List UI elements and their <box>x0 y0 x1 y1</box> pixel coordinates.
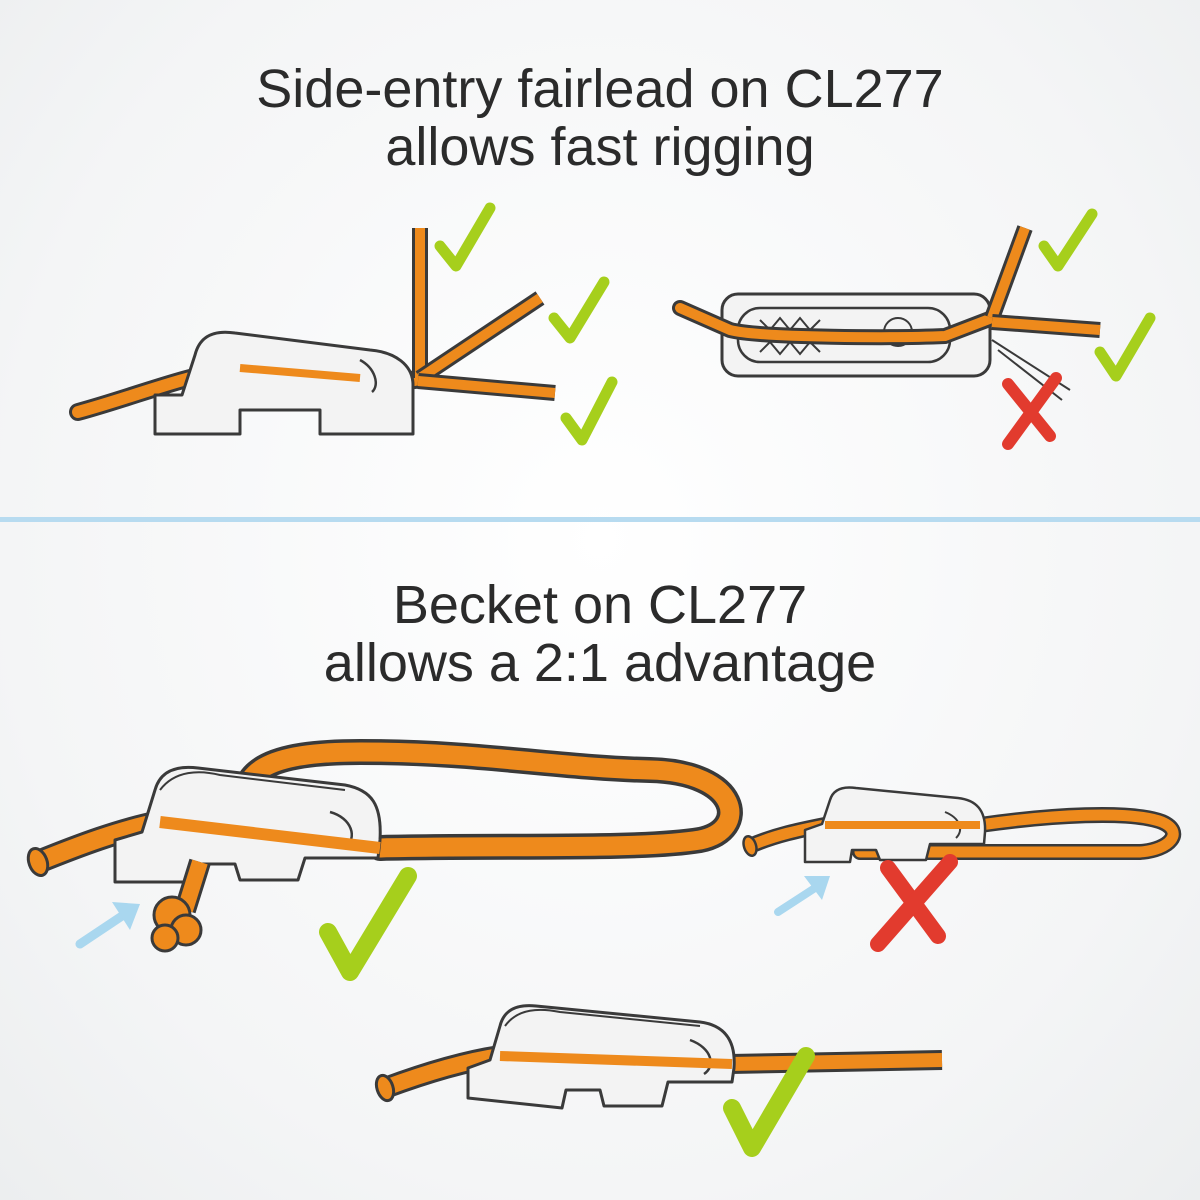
rope-exit-diagonal <box>415 291 545 385</box>
side-view-cleat-diagram <box>69 202 618 446</box>
becket-wrong-diagram <box>742 786 1181 952</box>
rope-groove <box>239 364 361 382</box>
rope-groove <box>159 816 381 854</box>
check-mark-icon <box>434 202 496 272</box>
knot <box>150 895 203 953</box>
check-mark-icon <box>1094 312 1156 382</box>
becket-straight-diagram <box>374 1004 943 1157</box>
section-divider <box>0 517 1200 522</box>
cleat-ridge <box>159 771 346 791</box>
cleat-body <box>113 765 382 884</box>
check-mark-icon <box>1038 208 1098 272</box>
invalid-direction-lines <box>991 339 1071 401</box>
check-mark-icon <box>319 867 417 981</box>
rope-loop <box>854 809 1179 858</box>
arrow-icon <box>774 876 830 916</box>
arrow-icon <box>75 902 140 949</box>
top-view-cleat-diagram <box>672 208 1156 450</box>
cleat-jaw-line <box>359 358 377 393</box>
check-mark-icon <box>560 376 618 446</box>
rope-end <box>742 835 758 857</box>
rope-end <box>374 1073 396 1103</box>
section-1-title-line-1: Side-entry fairlead on CL277 <box>256 59 944 119</box>
becket-loop-diagram <box>26 738 743 981</box>
section-1-title-line-2: allows fast rigging <box>385 117 815 177</box>
rope-exit-horizontal <box>417 373 556 401</box>
section-2-title: Becket on CL277 allows a 2:1 advantage <box>0 576 1200 692</box>
check-mark-icon <box>548 276 610 344</box>
rope-end <box>26 846 50 878</box>
check-mark-icon <box>723 1047 815 1157</box>
cleat-body <box>153 330 415 436</box>
section-2-title-line-1: Becket on CL277 <box>392 575 808 635</box>
cleat-jaw-line <box>689 1038 712 1076</box>
rope <box>729 1053 943 1071</box>
cross-mark-icon <box>1002 372 1062 450</box>
rope <box>382 1048 502 1096</box>
cleat-ridge <box>504 1008 701 1027</box>
section-2-title-line-2: allows a 2:1 advantage <box>323 633 877 693</box>
cross-mark-icon <box>870 854 958 952</box>
section-1-title: Side-entry fairlead on CL277 allows fast… <box>0 60 1200 176</box>
rope <box>675 303 997 343</box>
rope-groove <box>499 1051 733 1069</box>
rope-loop <box>235 742 740 858</box>
rope-exit-up <box>984 225 1033 321</box>
rope-exit-side <box>991 314 1101 338</box>
